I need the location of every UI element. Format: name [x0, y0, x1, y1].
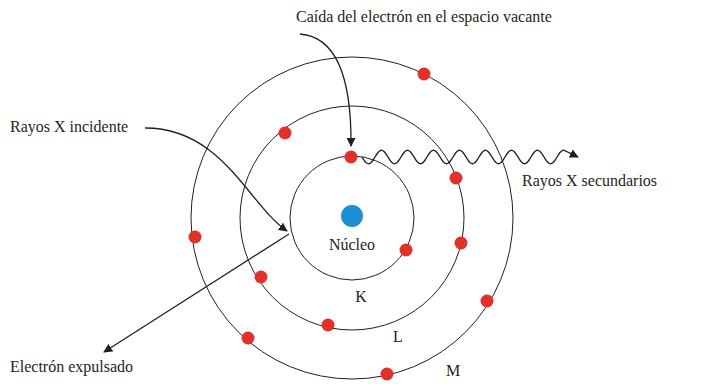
electron — [279, 127, 292, 140]
label-text: K — [355, 288, 367, 306]
m-shell — [191, 57, 513, 379]
electron — [481, 295, 494, 308]
electron — [381, 368, 394, 381]
secondary-wave — [362, 150, 578, 163]
label-text: Núcleo — [329, 236, 375, 254]
electron — [345, 151, 358, 164]
electron — [322, 319, 335, 332]
nucleus — [341, 205, 363, 227]
ejected-arrow — [104, 234, 289, 352]
electron — [400, 244, 413, 257]
electron — [450, 172, 463, 185]
label-text: Electrón expulsado — [10, 358, 133, 376]
electrons — [189, 68, 494, 381]
l-shell — [240, 106, 464, 330]
label-text: Rayos X incidente — [10, 118, 128, 136]
electron — [242, 332, 255, 345]
fall-arrow — [300, 34, 351, 146]
label-text: L — [393, 328, 403, 346]
electron — [455, 237, 468, 250]
label-text: M — [446, 362, 460, 380]
electron — [189, 231, 202, 244]
label-text: Rayos X secundarios — [522, 172, 657, 190]
incident-arrow — [145, 128, 287, 231]
label-text: Caída del electrón en el espacio vacante — [296, 8, 552, 26]
electron — [255, 271, 268, 284]
k-shell — [290, 156, 414, 280]
electron — [418, 68, 431, 81]
